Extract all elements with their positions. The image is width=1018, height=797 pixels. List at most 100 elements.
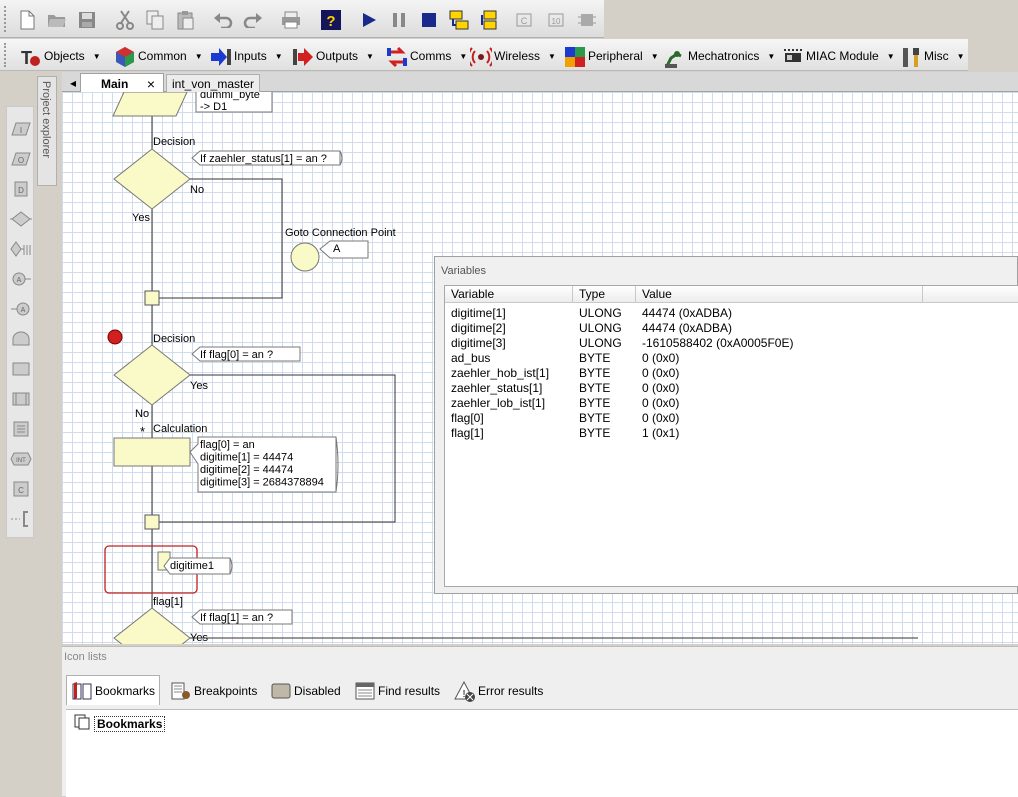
column-type[interactable]: Type — [573, 286, 636, 303]
tab-main-label: Main — [101, 76, 129, 91]
variable-value: 44474 (0xADBA) — [642, 321, 733, 335]
variable-type: BYTE — [579, 381, 611, 395]
misc-menu[interactable]: Misc▼ — [900, 44, 965, 68]
loop-icon[interactable] — [10, 329, 32, 349]
decision1-label: Decision — [153, 136, 195, 148]
variable-row[interactable]: digitime[3]ULONG-1610588402 (0xA0005F0E) — [445, 336, 1018, 351]
breakpoint-icon[interactable] — [107, 329, 123, 345]
close-icon[interactable]: × — [146, 75, 155, 92]
chevron-down-icon: ▼ — [459, 51, 468, 61]
tab-breakpoints[interactable]: Breakpoints — [170, 677, 257, 705]
output-block[interactable] — [112, 92, 188, 117]
tab-scroll-arrow: ◂ — [70, 76, 77, 90]
tab-bookmarks[interactable]: Bookmarks — [66, 675, 161, 705]
macro-block[interactable]: digitime1 — [157, 551, 233, 575]
interrupt-icon[interactable]: INT — [10, 449, 32, 469]
copy-icon[interactable] — [144, 9, 166, 31]
decision3-block[interactable] — [113, 607, 191, 644]
mechatronics-menu[interactable]: Mechatronics▼ — [664, 44, 775, 68]
objects-icon: T — [20, 46, 40, 68]
tab-int-von-master[interactable]: int_von_master — [166, 74, 260, 92]
variable-name: flag[0] — [451, 411, 484, 425]
variable-type: ULONG — [579, 321, 622, 335]
calculation-icon[interactable] — [10, 359, 32, 379]
delay-icon[interactable]: D — [10, 179, 32, 199]
svg-text:10: 10 — [552, 17, 561, 26]
decision-icon[interactable] — [10, 209, 32, 229]
toggle-icon-b[interactable]: 10 — [546, 9, 568, 31]
input-output-icon[interactable]: I — [10, 119, 32, 139]
calculation-block[interactable] — [113, 437, 191, 467]
c-code-icon[interactable]: C — [10, 479, 32, 499]
column-variable[interactable]: Variable — [445, 286, 573, 303]
svg-text:A: A — [21, 307, 26, 314]
open-icon[interactable] — [46, 9, 68, 31]
connection-icon[interactable]: A — [10, 269, 32, 289]
wireless-menu[interactable]: Wireless▼ — [467, 44, 556, 68]
goto-icon[interactable]: A — [10, 299, 32, 319]
variables-title: Variables — [441, 265, 487, 277]
component-macro-icon[interactable] — [10, 419, 32, 439]
svg-text:INT: INT — [16, 458, 26, 464]
cut-icon[interactable] — [114, 9, 136, 31]
tab-scroll-left[interactable]: ◂ — [62, 74, 78, 92]
column-value[interactable]: Value — [636, 286, 923, 303]
save-icon[interactable] — [76, 9, 98, 31]
step-over-icon[interactable] — [478, 9, 500, 31]
switch-icon[interactable] — [10, 239, 32, 259]
peripheral-menu[interactable]: Peripheral▼ — [564, 44, 659, 68]
help-icon[interactable]: ? — [320, 9, 342, 31]
output-icon[interactable]: O — [10, 149, 32, 169]
redo-icon[interactable] — [242, 9, 264, 31]
top-annotation-text: dummi_byte — [200, 92, 260, 101]
decision1-no: No — [190, 184, 204, 196]
bookmarks-tree[interactable]: Bookmarks — [66, 709, 1018, 797]
toolbar-grip[interactable] — [4, 6, 8, 32]
goto-block[interactable] — [290, 242, 320, 272]
variable-name: zaehler_lob_ist[1] — [451, 396, 546, 410]
junction-2 — [144, 514, 160, 530]
decision2-block[interactable] — [113, 344, 191, 406]
miac-menu[interactable]: MIAC Module▼ — [782, 44, 895, 68]
new-icon[interactable] — [16, 9, 38, 31]
run-icon[interactable] — [358, 9, 380, 31]
variable-row[interactable]: zaehler_lob_ist[1] BYTE 0 (0x0) — [445, 396, 1018, 411]
tab-find-results[interactable]: Find results — [354, 677, 440, 705]
find-results-icon — [354, 681, 375, 701]
comment-icon[interactable] — [10, 509, 32, 529]
undo-icon[interactable] — [212, 9, 234, 31]
stop-icon[interactable] — [418, 9, 440, 31]
outputs-menu[interactable]: Outputs▼ — [292, 44, 374, 68]
bookmarks-tree-root[interactable]: Bookmarks — [74, 714, 166, 733]
svg-text:I: I — [20, 126, 22, 135]
step-into-icon[interactable] — [448, 9, 470, 31]
macro-icon[interactable] — [10, 389, 32, 409]
decision3-label: flag[1] — [153, 596, 183, 608]
comms-menu[interactable]: Comms▼ — [386, 44, 467, 68]
variable-type: BYTE — [579, 396, 611, 410]
toolbar-grip[interactable] — [4, 43, 8, 67]
paste-icon[interactable] — [174, 9, 196, 31]
toggle-icon-c[interactable] — [576, 9, 598, 31]
svg-text:C: C — [521, 16, 528, 26]
toggle-icon-a[interactable]: C — [514, 9, 536, 31]
tab-disabled[interactable]: Disabled — [270, 677, 341, 705]
common-menu[interactable]: Common▼ — [114, 44, 203, 68]
inputs-menu[interactable]: Inputs▼ — [210, 44, 283, 68]
pause-icon[interactable] — [388, 9, 410, 31]
print-icon[interactable] — [280, 9, 302, 31]
tab-error-results[interactable]: ! Error results — [454, 677, 543, 705]
variable-value: 0 (0x0) — [642, 396, 680, 410]
project-explorer-tab[interactable]: Project explorer — [37, 76, 57, 186]
decision1-block[interactable] — [113, 148, 191, 210]
tab-main[interactable]: Main × — [80, 73, 164, 93]
